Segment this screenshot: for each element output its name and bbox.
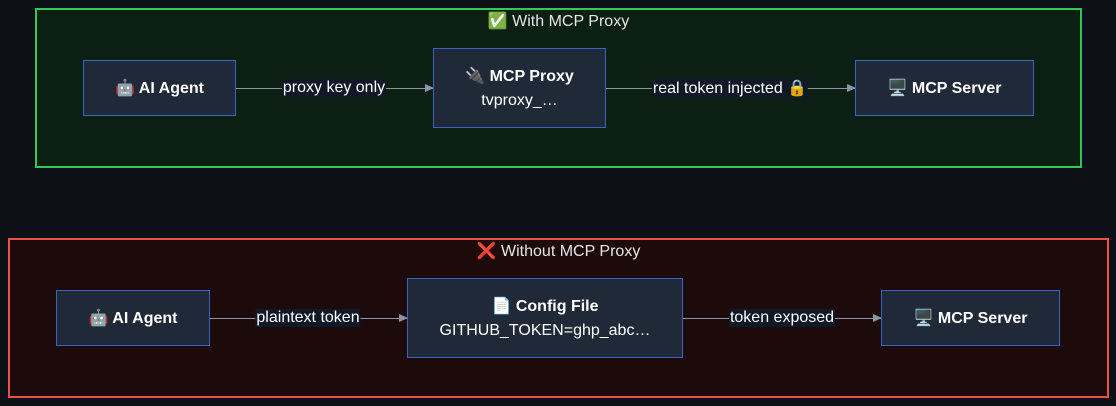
with-proxy-proxy-label: 🔌 MCP Proxy — [465, 68, 574, 85]
without-proxy-config-sub: GITHUB_TOKEN=ghp_abc… — [439, 322, 651, 339]
with-proxy-server-label: 🖥️ MCP Server — [887, 80, 1002, 97]
without-proxy-server-node[interactable]: 🖥️ MCP Server — [881, 290, 1060, 346]
without-proxy-config-node[interactable]: 📄 Config File GITHUB_TOKEN=ghp_abc… — [407, 278, 683, 358]
with-proxy-agent-label: 🤖 AI Agent — [115, 80, 204, 97]
with-proxy-edge1-label: proxy key only — [281, 79, 387, 97]
without-proxy-title: ❌ Without MCP Proxy — [476, 243, 641, 260]
without-proxy-edge2-label: token exposed — [728, 309, 836, 327]
without-proxy-config-label: 📄 Config File — [491, 298, 599, 315]
without-proxy-agent-node[interactable]: 🤖 AI Agent — [56, 290, 210, 346]
with-proxy-proxy-sub: tvproxy_… — [481, 92, 558, 109]
without-proxy-agent-label: 🤖 AI Agent — [88, 310, 178, 327]
with-proxy-proxy-node[interactable]: 🔌 MCP Proxy tvproxy_… — [433, 48, 606, 128]
with-proxy-title: ✅ With MCP Proxy — [487, 13, 630, 30]
with-proxy-server-node[interactable]: 🖥️ MCP Server — [855, 60, 1034, 116]
with-proxy-edge2-label: real token injected 🔒 — [651, 78, 809, 98]
without-proxy-edge1-label: plaintext token — [255, 309, 361, 327]
without-proxy-server-label: 🖥️ MCP Server — [913, 310, 1028, 327]
with-proxy-agent-node[interactable]: 🤖 AI Agent — [83, 60, 236, 116]
